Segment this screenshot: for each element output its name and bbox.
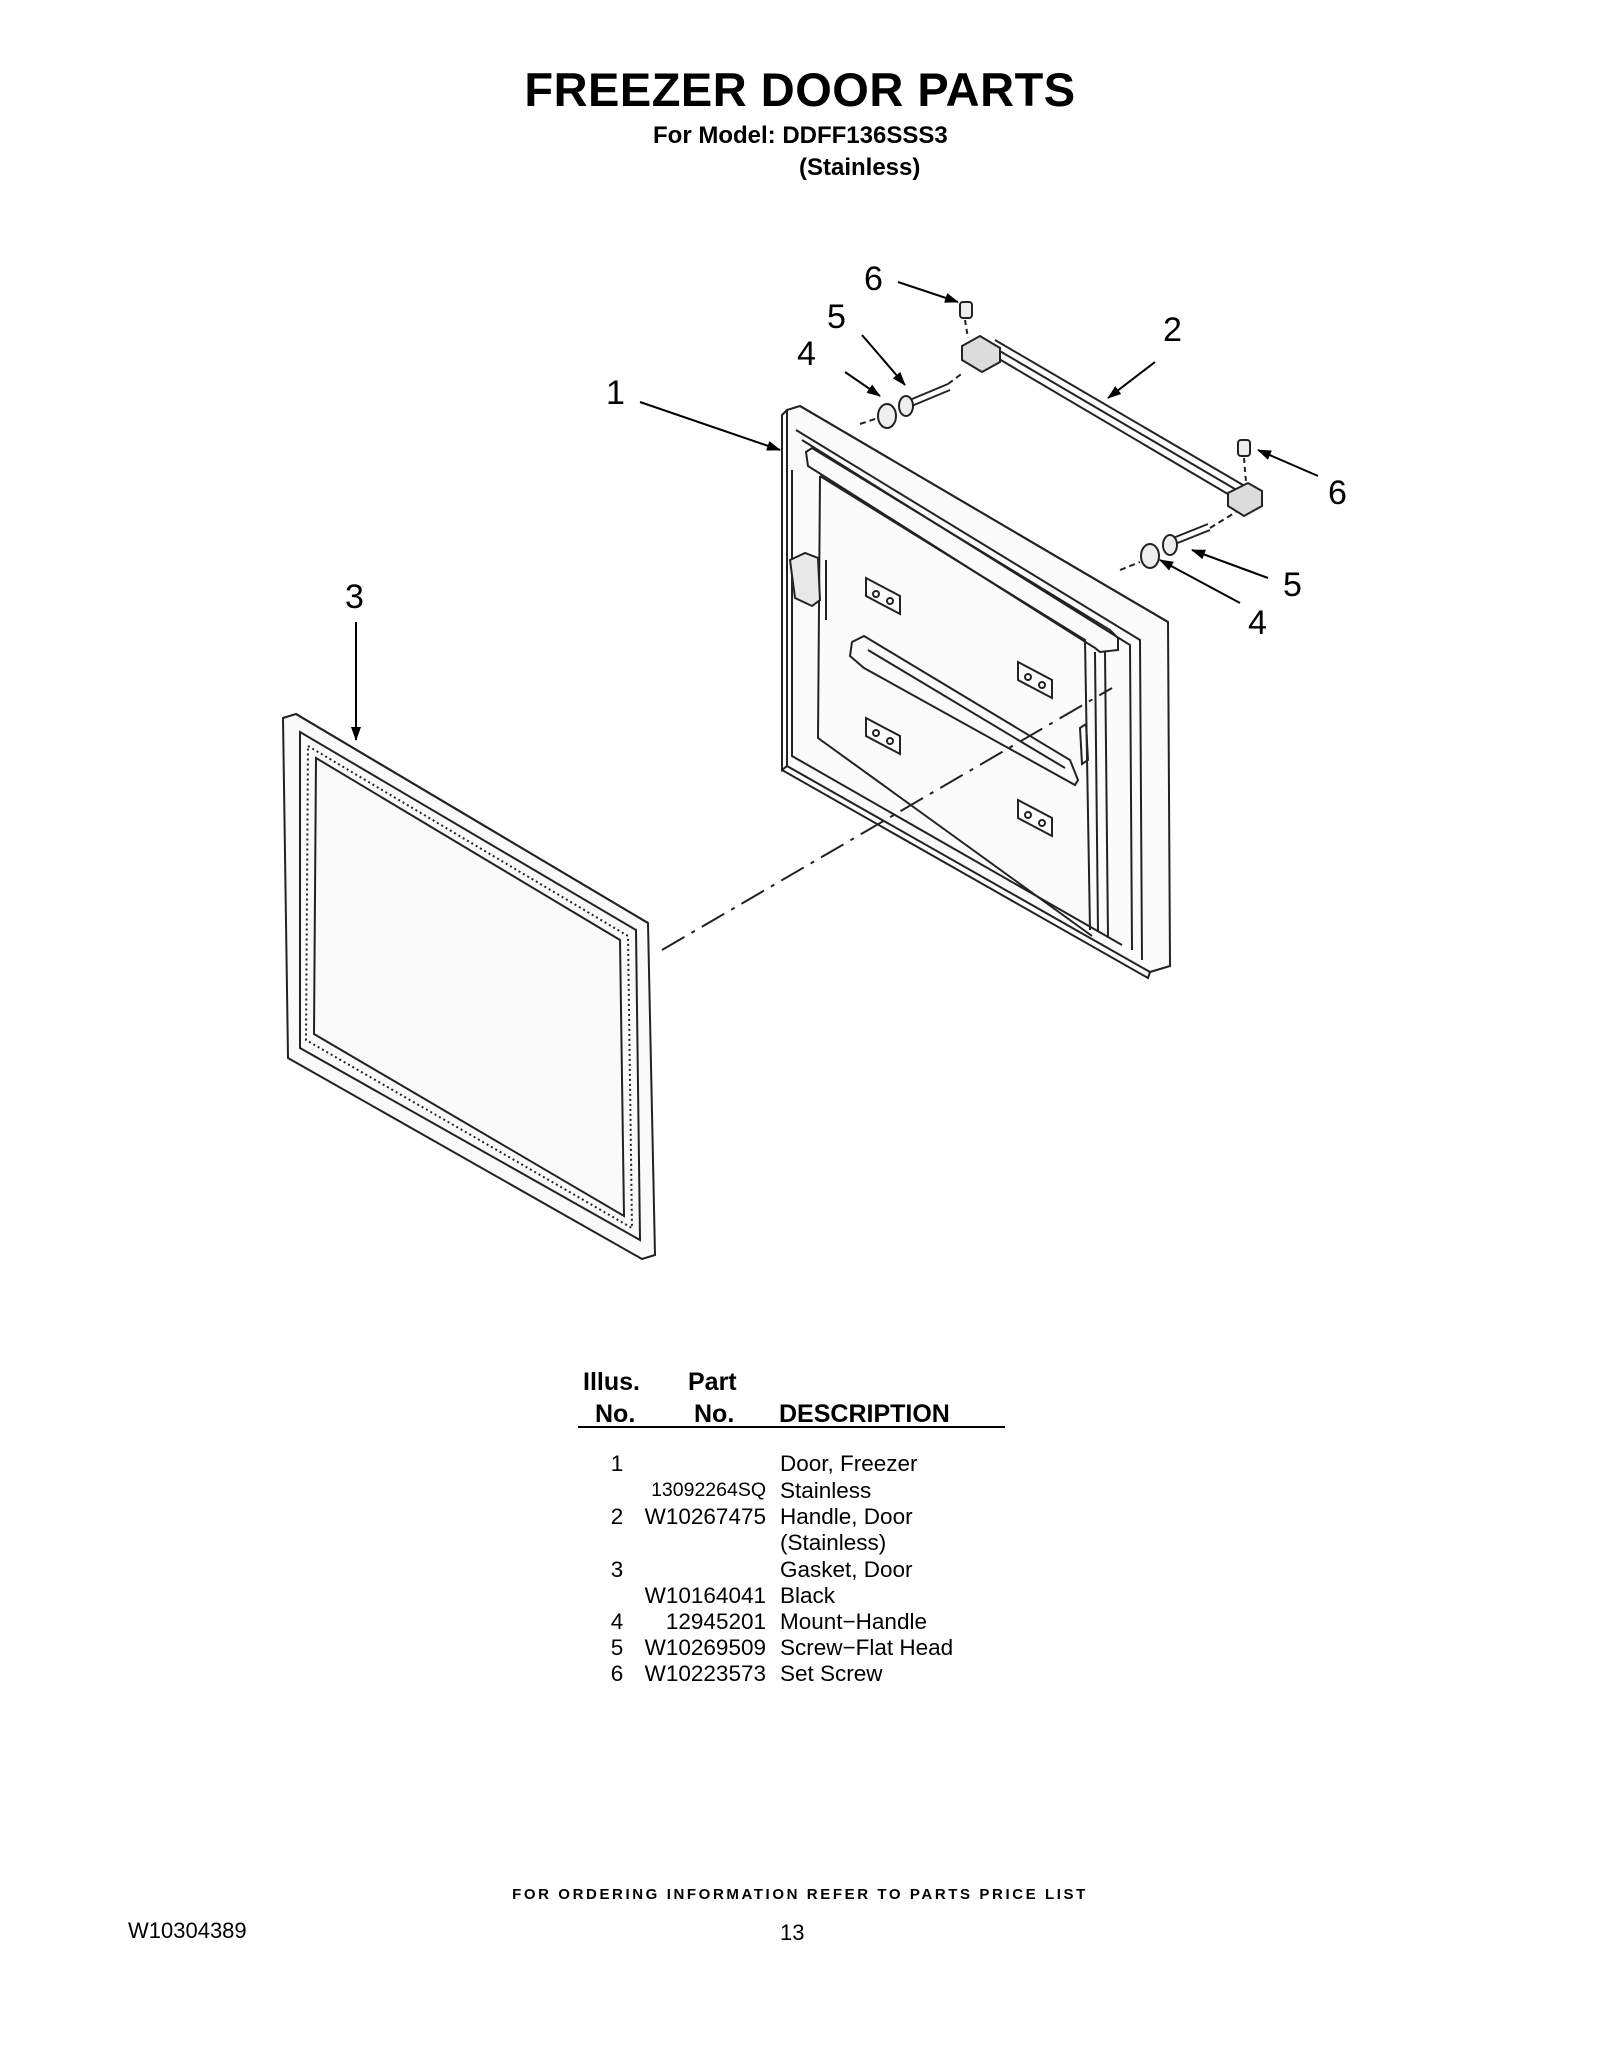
header-illus-bottom: No. [595, 1400, 636, 1428]
callout-3: 3 [345, 578, 364, 616]
callout-4-upper: 4 [797, 335, 816, 373]
row-part: 13092264SQ [651, 1479, 766, 1501]
header-illus-top: Illus. [583, 1368, 640, 1396]
document-number: W10304389 [128, 1918, 247, 1943]
ordering-note: FOR ORDERING INFORMATION REFER TO PARTS … [512, 1886, 1088, 1903]
row-desc: Door, Freezer [780, 1451, 918, 1476]
callout-5-upper: 5 [827, 298, 846, 336]
row-illus: 5 [610, 1635, 624, 1660]
door-handle-drawing [961, 334, 1263, 518]
callout-5-lower: 5 [1283, 566, 1302, 604]
model-line: For Model: DDFF136SSS3 [653, 122, 948, 149]
row-part: W10164041 [644, 1583, 766, 1608]
alignment-line [661, 687, 1113, 951]
row-illus: 3 [610, 1557, 624, 1582]
row-desc: Stainless [780, 1478, 872, 1503]
exploded-parts-diagram: 1 2 3 4 5 6 4 5 6 [281, 260, 1347, 1261]
callout-4-lower: 4 [1248, 604, 1267, 642]
page-title: FREEZER DOOR PARTS [524, 63, 1076, 116]
row-part: 12945201 [665, 1609, 766, 1634]
row-part: W10223573 [644, 1661, 766, 1686]
row-desc: Handle, Door [780, 1504, 913, 1529]
row-illus: 4 [610, 1609, 624, 1634]
callout-1: 1 [606, 374, 625, 412]
header-description: DESCRIPTION [779, 1400, 950, 1428]
row-desc: (Stainless) [780, 1530, 887, 1555]
header-rule [578, 1426, 1005, 1428]
callout-6-upper: 6 [864, 260, 883, 298]
screw-and-mount-drawing [859, 319, 1247, 571]
row-desc: Gasket, Door [780, 1557, 913, 1582]
row-illus: 2 [610, 1504, 624, 1529]
row-desc: Mount−Handle [780, 1609, 927, 1634]
header-part-top: Part [688, 1368, 737, 1396]
freezer-door-drawing [781, 404, 1172, 980]
finish-line: (Stainless) [799, 154, 921, 181]
door-gasket-drawing [281, 712, 657, 1261]
row-part: W10267475 [644, 1504, 766, 1529]
header-part-bottom: No. [694, 1400, 735, 1428]
callout-2: 2 [1163, 311, 1182, 349]
row-desc: Black [780, 1583, 836, 1608]
row-part: W10269509 [644, 1635, 766, 1660]
callout-6-lower: 6 [1328, 474, 1347, 512]
row-illus: 6 [610, 1661, 624, 1686]
row-illus: 1 [610, 1451, 624, 1476]
row-desc: Set Screw [780, 1661, 883, 1686]
leader-arrows [351, 281, 1319, 741]
set-screw-drawing [959, 301, 1251, 457]
page-number: 13 [780, 1920, 805, 1945]
row-desc: Screw−Flat Head [780, 1635, 954, 1660]
